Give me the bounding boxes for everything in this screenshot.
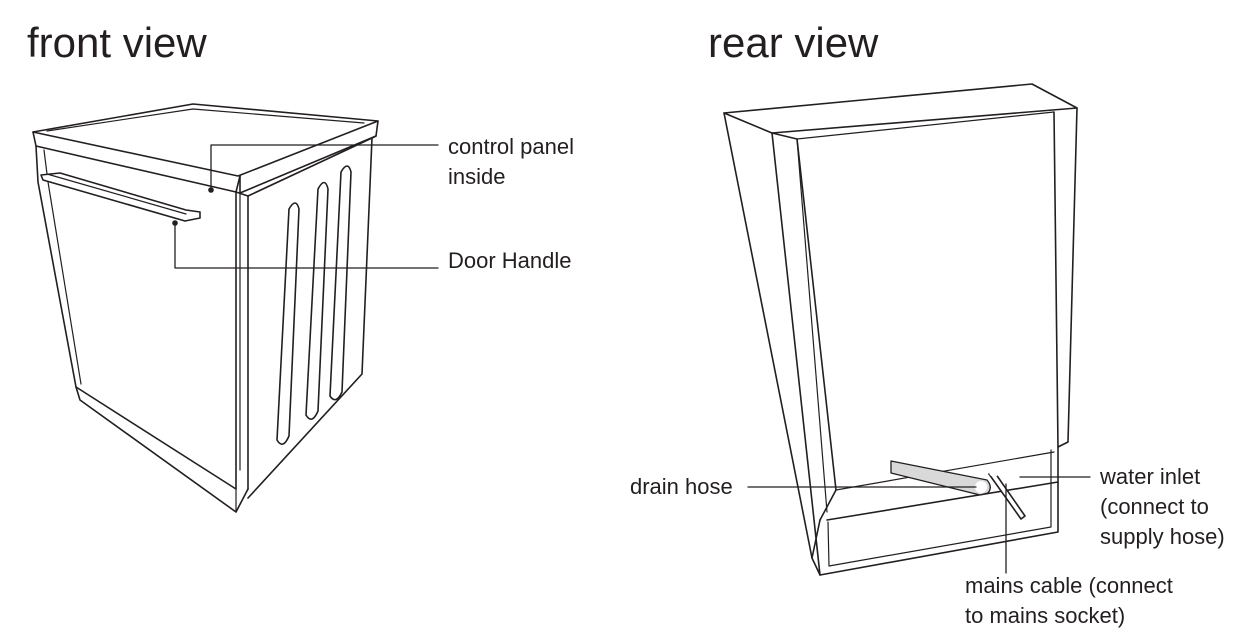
rear-left-rail-inner [796, 138, 828, 513]
door-handle-leader [174, 222, 439, 269]
worktop-right-edge [239, 120, 379, 194]
plinth-front [75, 386, 249, 513]
side-front-edge [235, 191, 249, 490]
door-handle-label: Door Handle [448, 248, 572, 273]
side-top-joint [371, 135, 377, 139]
water-inlet-thread [1011, 472, 1017, 478]
rear-base-inner [827, 449, 1052, 567]
side-panel [247, 137, 373, 499]
rear-right-rail [1053, 107, 1078, 448]
rear-panel-top [796, 111, 1055, 140]
rear-left-rail [771, 132, 837, 521]
mains-cable-grommet [989, 467, 999, 477]
side-rib-2 [305, 181, 329, 420]
worktop-top [32, 103, 379, 177]
rear-left-side [723, 112, 821, 576]
drain-hose-outlet [975, 481, 987, 493]
rear-left-corner [811, 519, 821, 559]
control-panel-leader [210, 144, 439, 191]
side-rib-1 [276, 202, 300, 445]
mains-cable-label-line2: to mains socket) [965, 603, 1126, 628]
front-view-title: front view [27, 19, 207, 66]
door-handle-highlight [46, 173, 187, 215]
control-panel-marker [208, 187, 214, 193]
water-inlet-label-line2: (connect to [1100, 494, 1209, 519]
rear-view-title: rear view [708, 19, 879, 66]
worktop-front-edge [32, 131, 241, 193]
front-view-dishwasher [32, 103, 439, 513]
water-inlet-label: water inlet [1100, 464, 1201, 489]
water-inlet-label-line3: supply hose) [1100, 524, 1225, 549]
control-panel-label-line2: inside [448, 164, 506, 189]
rear-panel-bottom [835, 451, 1055, 491]
rear-base [819, 481, 1059, 576]
side-rib-3 [329, 165, 352, 401]
door-handle-bar [40, 172, 201, 222]
door-handle-marker [172, 220, 178, 226]
worktop-inner-edge [46, 108, 365, 132]
drain-hose-label: drain hose [630, 474, 733, 499]
rear-top-edge [723, 83, 1078, 134]
mains-cable-label: mains cable (connect [965, 573, 1173, 598]
control-panel-label: control panel [448, 134, 574, 159]
rear-view-dishwasher [723, 83, 1091, 576]
